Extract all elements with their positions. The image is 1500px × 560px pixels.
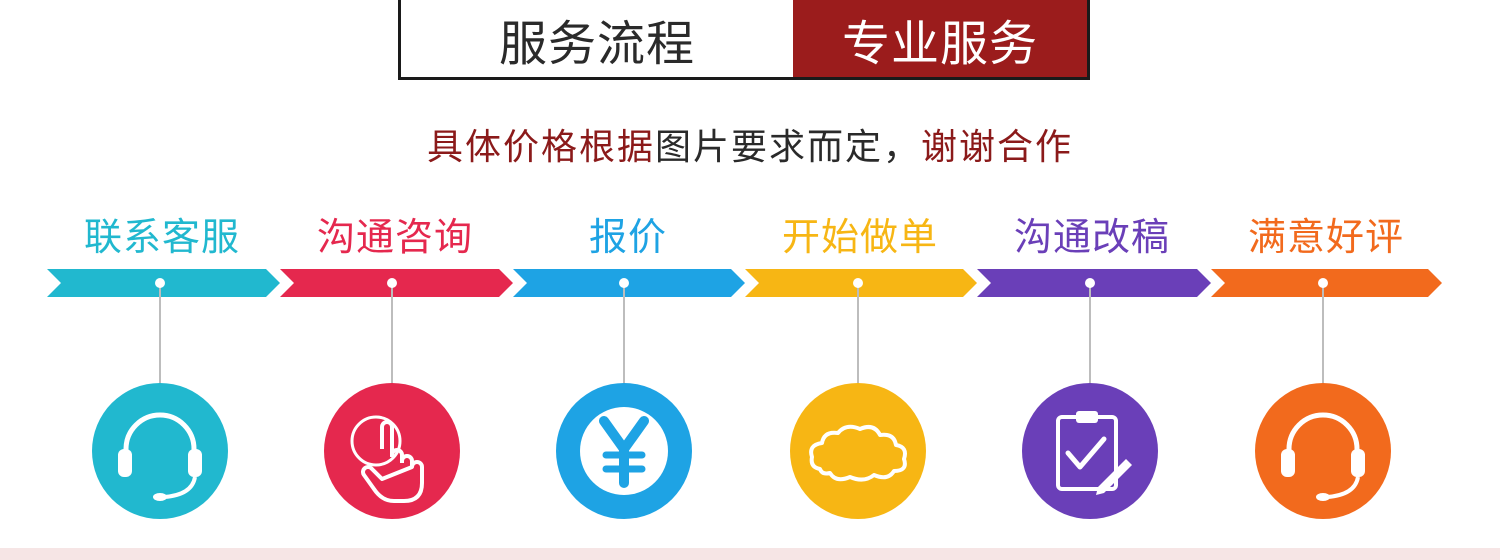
subtitle-highlight-2: 谢谢合作 [921, 127, 1074, 168]
headset-icon [92, 383, 228, 519]
timeline-dot-2 [387, 278, 397, 288]
timeline-dot-4 [853, 278, 863, 288]
headset-icon [1255, 383, 1391, 519]
step-label-satisfied: 满意好评 [1247, 215, 1404, 259]
timeline-dot-5 [1085, 278, 1095, 288]
pointing-hand-icon [324, 383, 460, 519]
title-professional-service: 专业服务 [793, 0, 1087, 77]
clipboard-edit-icon [1022, 383, 1158, 519]
cloud-icon [790, 383, 926, 519]
timeline-dot-1 [155, 278, 165, 288]
step-label-consult: 沟通咨询 [316, 215, 473, 259]
step-label-contact: 联系客服 [83, 215, 240, 259]
bottom-divider [0, 548, 1500, 560]
step-label-start: 开始做单 [781, 215, 938, 259]
arrow-segments [47, 269, 1442, 297]
title-service-process: 服务流程 [498, 15, 695, 72]
subtitle-highlight-1: 具体价格根据 [426, 127, 655, 168]
subtitle: 具体价格根据图片要求而定，谢谢合作 [0, 118, 1500, 170]
yen-icon [556, 383, 692, 519]
subtitle-middle: 图片要求而定， [654, 127, 921, 168]
timeline-dot-6 [1318, 278, 1328, 288]
step-label-quote: 报价 [588, 215, 667, 259]
timeline-dot-3 [619, 278, 629, 288]
title-box: 服务流程 专业服务 [398, 0, 1090, 80]
step-label-revise: 沟通改稿 [1013, 215, 1170, 259]
